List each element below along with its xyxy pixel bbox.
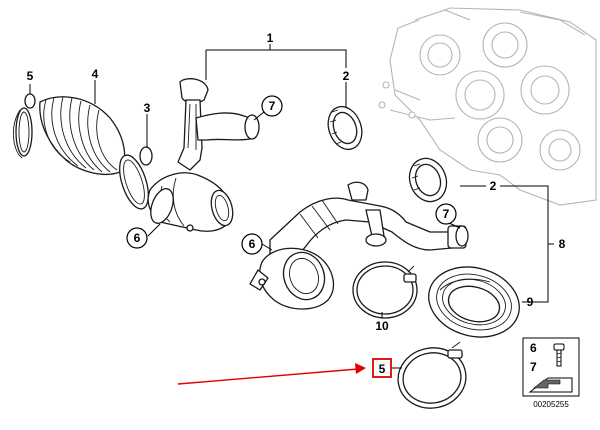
legend-label-6: 6 (530, 341, 537, 355)
part-10-clamp (352, 261, 418, 319)
label-6-right: 6 (249, 237, 256, 251)
image-number: 00205255 (533, 400, 569, 409)
part-3-clamp (119, 146, 153, 210)
label-5-highlighted: 5 (379, 362, 386, 376)
part-4-bellows (39, 96, 126, 175)
part-1-intake-boot (147, 78, 260, 232)
callout-7-middle: 7 (435, 203, 457, 225)
slanted-arrow-icon (528, 377, 573, 393)
screw-icon (553, 343, 565, 367)
engine-block (378, 7, 597, 206)
label-10: 10 (375, 319, 389, 333)
label-9: 9 (527, 295, 534, 309)
label-7-middle: 7 (443, 207, 450, 221)
part-8-intake-pipe (249, 181, 469, 310)
label-4: 4 (92, 67, 99, 81)
part-2-ring-upper (327, 105, 363, 151)
label-1: 1 (267, 31, 274, 45)
legend-label-7: 7 (530, 360, 537, 374)
callout-6-right: 6 (241, 233, 263, 255)
leader-lines (29, 44, 554, 369)
part-2-ring-lower (408, 157, 448, 203)
label-3: 3 (144, 101, 151, 115)
label-8: 8 (559, 237, 566, 251)
label-7-upper: 7 (269, 99, 276, 113)
highlighted-part-5-callout: 5 (372, 358, 392, 378)
part-5-clamp-left (13, 93, 36, 159)
label-2-upper: 2 (343, 69, 350, 83)
pointer-arrow (177, 363, 366, 385)
label-6-left: 6 (134, 231, 141, 245)
highlight-box (372, 358, 392, 378)
label-5-left: 5 (27, 69, 34, 83)
fastener-legend: 6 7 00205255 (522, 337, 580, 409)
callout-7-upper: 7 (261, 95, 283, 117)
label-2-lower: 2 (490, 179, 497, 193)
part-5-clamp-lower (397, 341, 467, 409)
part-9-hose (428, 266, 520, 338)
callout-6-left: 6 (126, 227, 148, 249)
